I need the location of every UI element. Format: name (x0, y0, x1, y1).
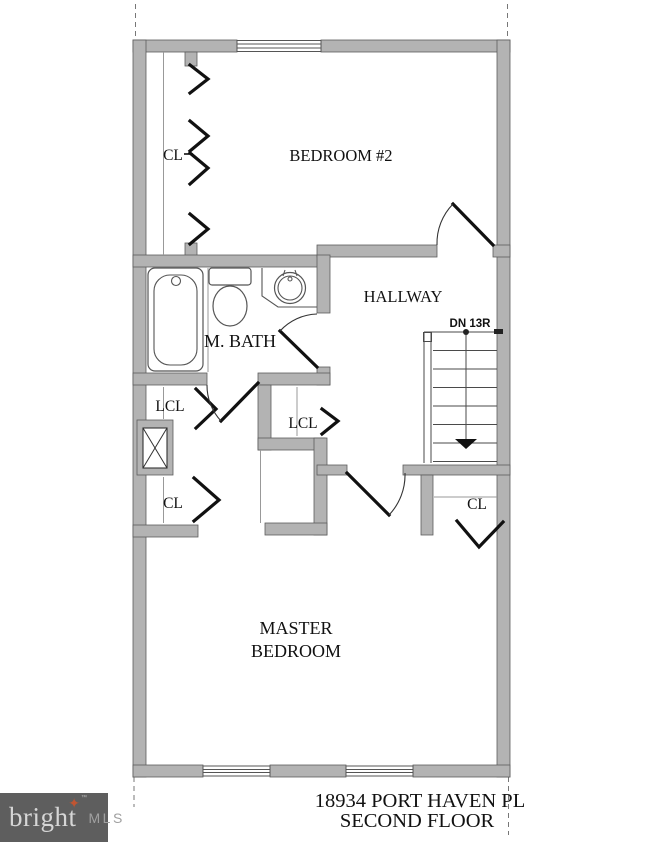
room-labels: BEDROOM #2 CL M. BATH HALLWAY DN 13R LCL… (155, 146, 491, 661)
wall (420, 474, 434, 536)
toilet (208, 267, 252, 327)
wall (412, 764, 511, 778)
master-bath-label: M. BATH (204, 331, 276, 351)
stair-direction-dot (463, 329, 469, 335)
wall (132, 764, 204, 778)
closet-lines (163, 52, 497, 523)
wall (132, 39, 238, 53)
wall (320, 39, 511, 53)
wall (264, 522, 328, 536)
wall (132, 39, 147, 778)
wall (316, 244, 438, 258)
linen-closet-center-label: LCL (288, 415, 317, 432)
bright-mls-logo: bright✦™ MLS (0, 793, 122, 842)
footer-address: 18934 PORT HAVEN PL SECOND FLOOR (315, 790, 525, 832)
reference-dashes (133, 4, 509, 835)
bifold-door-icon (187, 118, 211, 154)
wall (132, 254, 328, 268)
wall (257, 372, 331, 386)
bifold-door-icon (193, 386, 219, 431)
wall (402, 464, 511, 476)
wall (496, 39, 511, 778)
four-point-star-icon: ✦ (68, 796, 81, 812)
linen-closet-left-label: LCL (155, 398, 184, 415)
bifold-door-icon (454, 518, 506, 550)
trademark-symbol: ™ (81, 795, 88, 801)
bifold-doors (187, 62, 506, 550)
bifold-door-icon (191, 475, 222, 524)
address-line2: SECOND FLOOR (340, 810, 495, 832)
bedroom2-door (436, 201, 496, 248)
hallway-label: HALLWAY (364, 287, 443, 306)
stair-newel (423, 332, 432, 342)
bifold-door-icon (319, 406, 341, 437)
address-line1: 18934 PORT HAVEN PL (315, 790, 525, 812)
wall (132, 372, 208, 386)
bath-vestibule-door (206, 380, 261, 424)
wall (313, 437, 328, 536)
closet-right-label: CL (467, 496, 487, 513)
window-bottom-left (202, 765, 271, 777)
closet-left-label: CL (163, 495, 183, 512)
wall (269, 764, 347, 778)
master-bedroom-label-line2: BEDROOM (251, 641, 341, 661)
bifold-door-icon (187, 211, 211, 247)
swing-doors (206, 201, 496, 518)
master-bedroom-door (344, 470, 406, 518)
bath-hall-door (277, 313, 320, 370)
bedroom2-label: BEDROOM #2 (289, 146, 392, 165)
utility-shaft (142, 427, 168, 469)
stairs-label: DN 13R (450, 318, 492, 330)
closet-bed2-label: CL (163, 147, 183, 164)
master-bedroom-label-line1: MASTER (259, 618, 332, 638)
sink-vanity (261, 268, 317, 308)
stair-header-mark (494, 329, 503, 334)
walls (132, 39, 511, 778)
bathtub (147, 267, 204, 372)
wall (316, 254, 331, 314)
window-bottom-right (345, 765, 414, 777)
bathroom-fixtures (147, 267, 317, 372)
wall (316, 464, 348, 476)
bifold-door-icon (187, 62, 211, 96)
down-arrow-icon (455, 439, 477, 449)
wall (492, 244, 511, 258)
staircase (423, 329, 503, 463)
windows (202, 40, 414, 777)
bifold-door-icon (187, 150, 211, 187)
logo-brand-text: bright✦™ (9, 795, 88, 832)
logo-mls-text: MLS (88, 809, 125, 826)
wall (132, 524, 199, 538)
window-top (236, 40, 322, 52)
